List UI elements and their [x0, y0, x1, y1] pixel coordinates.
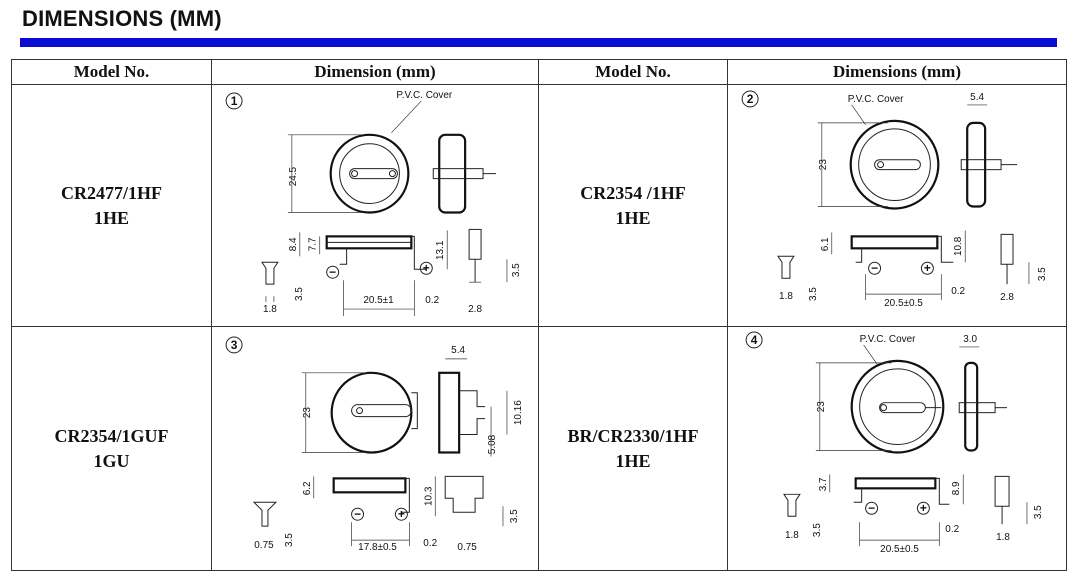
model-name: CR2354 /1HF: [580, 182, 686, 203]
dimension-drawing-3: 3 23 5.4 10.16 5.08: [225, 336, 524, 553]
model-variant: 1HE: [615, 450, 651, 471]
model-variant: 1HE: [615, 207, 651, 228]
svg-text:10.8: 10.8: [953, 236, 964, 256]
svg-text:8.4: 8.4: [288, 237, 299, 251]
model-name: CR2477/1HF: [61, 182, 162, 203]
svg-text:20.5±0.5: 20.5±0.5: [884, 298, 923, 309]
model-cell: CR2477/1HF 1HE: [11, 84, 212, 327]
svg-text:7.7: 7.7: [308, 237, 319, 251]
svg-text:23: 23: [818, 159, 829, 171]
dimension-drawing-cell: 2 P.V.C. Cover 5.4 23: [727, 84, 1067, 327]
svg-text:3.5: 3.5: [284, 533, 295, 547]
svg-text:8.9: 8.9: [951, 481, 962, 495]
dimension-drawing-cell: 3 23 5.4 10.16 5.08: [211, 326, 539, 571]
svg-text:20.5±1: 20.5±1: [363, 295, 394, 306]
svg-text:0.75: 0.75: [457, 542, 477, 553]
title-underline-bar: [20, 38, 1057, 47]
svg-text:0.2: 0.2: [951, 286, 965, 297]
model-cell: CR2354 /1HF 1HE: [538, 84, 728, 327]
positive-terminal-icon: +: [423, 261, 430, 275]
dimension-drawing-1: 1 P.V.C. Cover 24.5: [225, 90, 522, 317]
negative-terminal-icon: −: [871, 261, 878, 275]
negative-terminal-icon: −: [354, 507, 361, 521]
svg-text:3.5: 3.5: [294, 287, 305, 301]
header-dimension-1: Dimension (mm): [211, 59, 539, 85]
svg-text:3.5: 3.5: [511, 263, 522, 277]
drawing-number: 2: [747, 92, 754, 106]
svg-text:6.1: 6.1: [820, 237, 831, 251]
svg-text:13.1: 13.1: [435, 240, 446, 260]
svg-text:3.5: 3.5: [808, 287, 819, 301]
svg-text:20.5±0.5: 20.5±0.5: [880, 544, 919, 555]
model-name: CR2354/1GUF: [54, 425, 169, 446]
svg-text:0.2: 0.2: [425, 295, 439, 306]
header-dimension-2: Dimensions (mm): [727, 59, 1067, 85]
svg-text:0.2: 0.2: [945, 524, 959, 535]
svg-text:6.2: 6.2: [302, 481, 313, 495]
negative-terminal-icon: −: [868, 501, 875, 515]
svg-text:0.2: 0.2: [423, 538, 437, 549]
drawing-number: 4: [751, 333, 758, 347]
svg-text:2.8: 2.8: [468, 304, 482, 315]
svg-text:0.75: 0.75: [254, 540, 274, 551]
svg-text:17.8±0.5: 17.8±0.5: [358, 542, 397, 553]
header-model-no-2: Model No.: [538, 59, 728, 85]
drawing-number: 1: [231, 94, 238, 108]
dimension-drawing-2: 2 P.V.C. Cover 5.4 23: [741, 90, 1048, 309]
model-variant: 1GU: [93, 450, 130, 471]
pvc-cover-label: P.V.C. Cover: [848, 94, 904, 105]
dimensions-table: Model No. Dimension (mm) Model No. Dimen…: [11, 59, 1067, 571]
svg-text:3.5: 3.5: [1037, 267, 1048, 281]
positive-terminal-icon: +: [920, 501, 927, 515]
dimension-drawing-cell: 4 P.V.C. Cover 3.0 23: [727, 326, 1067, 571]
page-title: DIMENSIONS (MM): [22, 6, 222, 31]
svg-text:24.5: 24.5: [288, 166, 299, 186]
svg-text:1.8: 1.8: [785, 530, 799, 541]
model-cell: BR/CR2330/1HF 1HE: [538, 326, 728, 571]
svg-text:2.8: 2.8: [1000, 292, 1014, 303]
dimension-drawing-cell: 1 P.V.C. Cover 24.5: [211, 84, 539, 327]
table-header-row: Model No. Dimension (mm) Model No. Dimen…: [11, 59, 1067, 85]
svg-text:3.5: 3.5: [509, 509, 520, 523]
header-model-no-1: Model No.: [11, 59, 212, 85]
svg-text:5.4: 5.4: [451, 345, 465, 356]
negative-terminal-icon: −: [329, 265, 336, 279]
svg-text:3.5: 3.5: [1033, 505, 1044, 519]
svg-text:3.0: 3.0: [963, 334, 977, 345]
model-name: BR/CR2330/1HF: [567, 425, 699, 446]
table-row: CR2354/1GUF 1GU 3 23 5.4: [11, 326, 1067, 571]
model-cell: CR2354/1GUF 1GU: [11, 326, 212, 571]
svg-text:1.8: 1.8: [779, 291, 793, 302]
svg-text:3.5: 3.5: [812, 523, 823, 537]
pvc-cover-label: P.V.C. Cover: [860, 334, 916, 345]
svg-text:1.8: 1.8: [263, 304, 277, 315]
svg-text:23: 23: [816, 401, 827, 413]
model-variant: 1HE: [93, 207, 129, 228]
svg-text:1.8: 1.8: [996, 532, 1010, 543]
svg-text:3.7: 3.7: [818, 477, 829, 491]
positive-terminal-icon: +: [924, 261, 931, 275]
table-row: CR2477/1HF 1HE 1 P.V.C. Cover 24.5: [11, 84, 1067, 327]
pvc-cover-label: P.V.C. Cover: [396, 90, 452, 101]
positive-terminal-icon: +: [398, 507, 405, 521]
svg-text:10.3: 10.3: [423, 486, 434, 506]
svg-text:5.08: 5.08: [487, 434, 498, 454]
svg-text:5.4: 5.4: [970, 92, 984, 103]
svg-text:23: 23: [302, 407, 313, 419]
dimension-drawing-4: 4 P.V.C. Cover 3.0 23: [745, 331, 1044, 555]
drawing-number: 3: [231, 338, 238, 352]
svg-text:10.16: 10.16: [513, 400, 524, 425]
